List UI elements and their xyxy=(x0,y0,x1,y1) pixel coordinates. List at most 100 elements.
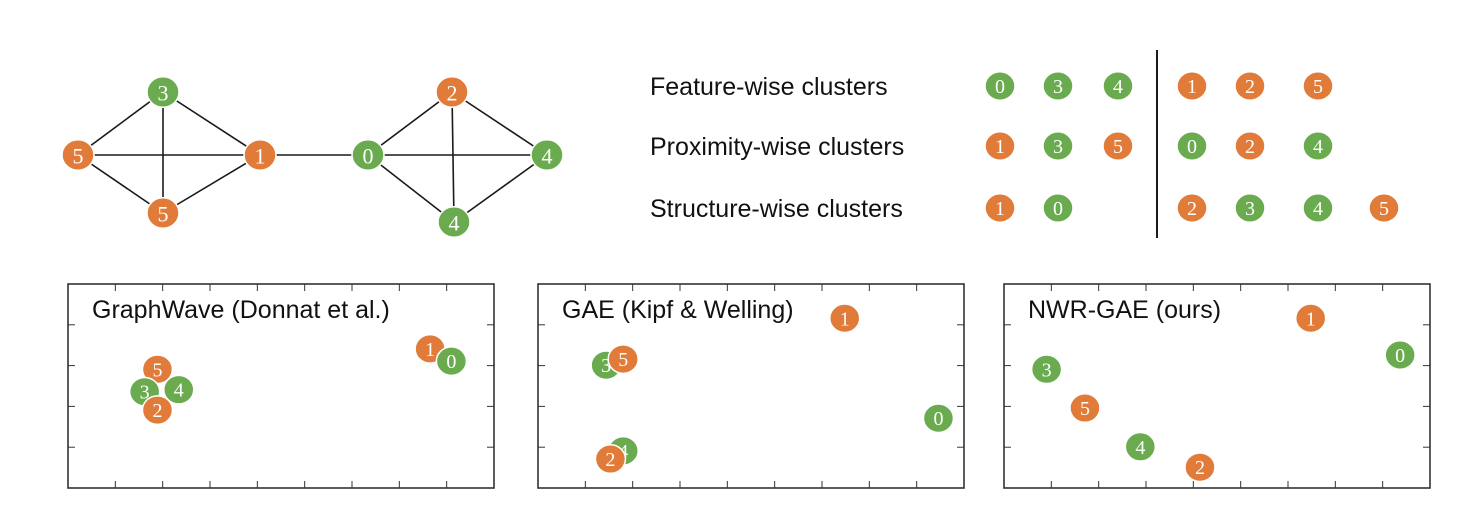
embedding-point-label: 5 xyxy=(1080,398,1090,420)
graph-node-1-circle xyxy=(243,139,277,171)
graph-edge xyxy=(77,154,164,214)
cluster-node-label: 5 xyxy=(1313,76,1323,98)
cluster-node-circle xyxy=(1302,131,1334,161)
cluster-node-label: 2 xyxy=(1187,198,1197,220)
graph-node-5-label: 5 xyxy=(73,144,84,169)
cluster-node-label: 1 xyxy=(995,198,1005,220)
cluster-node-circle xyxy=(1234,71,1266,101)
cluster-node-label: 1 xyxy=(1187,76,1197,98)
cluster-node-label: 5 xyxy=(1379,198,1389,220)
cluster-node: 2 xyxy=(1176,193,1208,223)
graph-edge xyxy=(77,91,164,156)
cluster-node-label: 3 xyxy=(1053,76,1063,98)
cluster-node-circle xyxy=(1176,193,1208,223)
embedding-point-circle xyxy=(435,346,468,377)
cluster-node: 1 xyxy=(984,131,1016,161)
graph-edge xyxy=(162,154,261,214)
graph-edge xyxy=(451,91,455,223)
panel-ticks xyxy=(538,284,964,488)
embedding-point-label: 3 xyxy=(1042,359,1052,381)
graph-node-0: 0 xyxy=(351,139,385,171)
graph-node-5: 5 xyxy=(146,197,180,229)
graph-node-3-label: 3 xyxy=(158,81,169,106)
embedding-point-circle xyxy=(828,303,861,334)
panel-ticks xyxy=(68,284,494,488)
embedding-point-circle xyxy=(1184,452,1216,483)
embedding-point-circle xyxy=(1069,393,1101,424)
graph-node-2-circle xyxy=(435,76,469,108)
embedding-point: 2 xyxy=(141,395,174,426)
cluster-node-circle xyxy=(1042,131,1074,161)
cluster-node-label: 0 xyxy=(995,76,1005,98)
cluster-node-label: 3 xyxy=(1245,198,1255,220)
embedding-point-label: 0 xyxy=(446,351,456,373)
cluster-node-circle xyxy=(1368,193,1400,223)
panel-title: GAE (Kipf & Welling) xyxy=(562,296,794,324)
cluster-node: 5 xyxy=(1102,131,1134,161)
embedding-point: 1 xyxy=(828,303,861,334)
graph-node-0-label: 0 xyxy=(363,144,374,169)
cluster-node-label: 5 xyxy=(1113,136,1123,158)
cluster-node-label: 0 xyxy=(1053,198,1063,220)
cluster-node-circle xyxy=(984,71,1016,101)
embedding-point: 2 xyxy=(1184,452,1216,483)
panel-ticks xyxy=(1004,284,1430,488)
cluster-node-label: 2 xyxy=(1245,76,1255,98)
cluster-row-label: Proximity-wise clusters xyxy=(650,133,904,161)
embedding-point-label: 1 xyxy=(425,339,435,361)
embedding-point-label: 4 xyxy=(174,380,184,402)
panel-frame xyxy=(67,283,495,489)
embedding-point-circle xyxy=(607,344,639,375)
graph-node-3-circle xyxy=(146,76,180,108)
embedding-point: 3 xyxy=(1030,354,1063,385)
embedding-point-circle xyxy=(163,374,195,405)
panel-title: NWR-GAE (ours) xyxy=(1028,296,1221,324)
embedding-point-label: 3 xyxy=(140,382,150,404)
cluster-node: 3 xyxy=(1234,193,1266,223)
cluster-node-label: 0 xyxy=(1187,136,1197,158)
cluster-node-circle xyxy=(984,131,1016,161)
cluster-node-circle xyxy=(1042,71,1074,101)
cluster-node: 5 xyxy=(1302,71,1334,101)
embedding-point-circle xyxy=(1030,354,1063,385)
cluster-node-label: 4 xyxy=(1313,136,1323,158)
panel-title: GraphWave (Donnat et al.) xyxy=(92,296,390,324)
embedding-point-label: 1 xyxy=(840,308,850,330)
graph-node-4-label: 4 xyxy=(542,144,553,169)
cluster-node: 2 xyxy=(1234,71,1266,101)
graph-node-2: 2 xyxy=(435,76,469,108)
cluster-node-circle xyxy=(1102,71,1134,101)
cluster-node: 2 xyxy=(1234,131,1266,161)
cluster-node: 4 xyxy=(1302,131,1334,161)
cluster-node: 1 xyxy=(984,193,1016,223)
cluster-row-label: Feature-wise clusters xyxy=(650,73,888,101)
embedding-point: 5 xyxy=(607,344,639,375)
cluster-node-circle xyxy=(1102,131,1134,161)
cluster-node-label: 4 xyxy=(1313,198,1323,220)
cluster-node-circle xyxy=(1302,71,1334,101)
panel-frame xyxy=(1003,283,1431,489)
graph-node-4-circle xyxy=(530,139,564,171)
embedding-point-circle xyxy=(1294,303,1327,334)
cluster-node-circle xyxy=(1176,131,1208,161)
embedding-point: 4 xyxy=(1124,431,1157,462)
graph-edge xyxy=(453,154,548,223)
embedding-point-label: 2 xyxy=(605,449,615,471)
cluster-node: 3 xyxy=(1042,131,1074,161)
graph-node-1-label: 1 xyxy=(255,144,266,169)
embedding-point-circle xyxy=(922,403,955,434)
embedding-point-circle xyxy=(141,395,174,426)
cluster-node: 1 xyxy=(1176,71,1208,101)
embedding-point: 0 xyxy=(435,346,468,377)
cluster-node-label: 4 xyxy=(1113,76,1123,98)
embedding-point: 2 xyxy=(594,444,627,475)
cluster-node: 4 xyxy=(1102,71,1134,101)
embedding-point-label: 2 xyxy=(152,400,162,422)
cluster-node: 0 xyxy=(1176,131,1208,161)
graph-node-5: 5 xyxy=(61,139,95,171)
